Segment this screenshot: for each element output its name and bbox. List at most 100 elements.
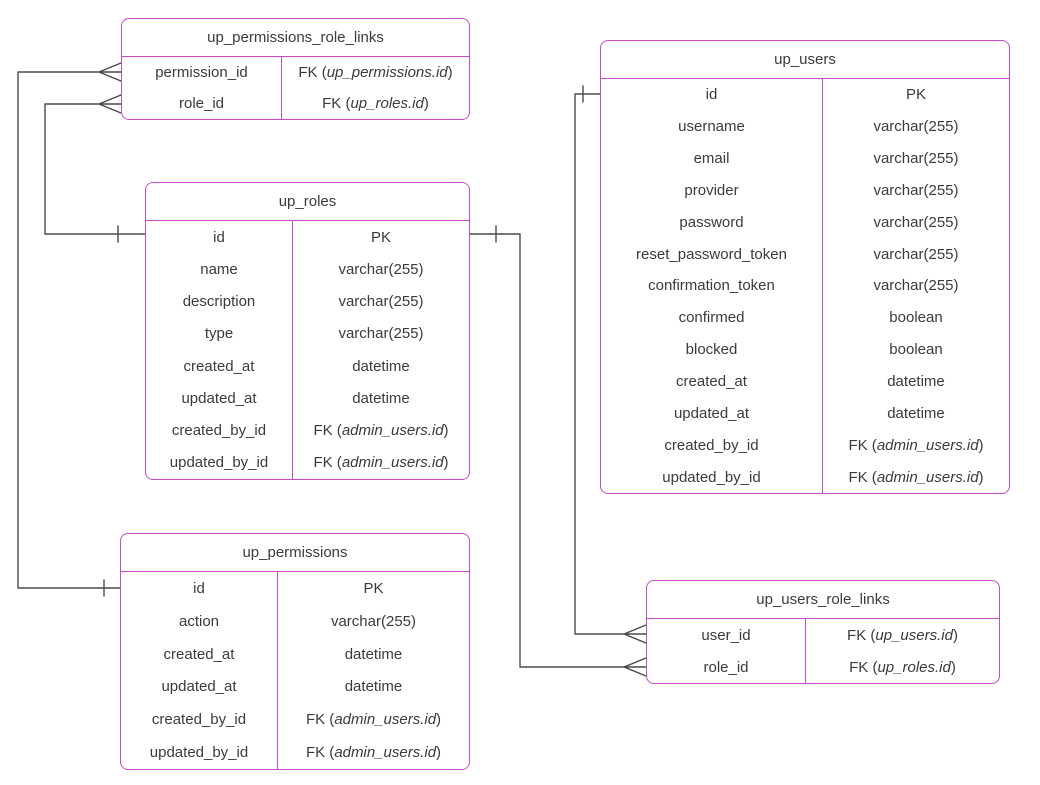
- field-name: created_at: [121, 637, 278, 671]
- field-type: varchar(255): [873, 118, 959, 136]
- field-name: password: [601, 206, 823, 239]
- field-row-reset_password_token: reset_password_token varchar(255): [601, 238, 1009, 271]
- field-name: description: [146, 285, 293, 318]
- field-type: varchar(255): [873, 181, 959, 199]
- field-name: created_at: [146, 350, 293, 383]
- field-row-updated_by_id: updated_by_id FK (admin_users.id): [146, 446, 469, 479]
- field-name: user_id: [647, 619, 806, 651]
- field-name: id: [121, 572, 278, 605]
- field-name: permission_id: [122, 57, 282, 88]
- field-name: updated_at: [601, 397, 823, 430]
- field-type: FK (up_permissions.id): [298, 64, 453, 81]
- field-row-action: action varchar(255): [121, 604, 469, 638]
- field-row-confirmation_token: confirmation_token varchar(255): [601, 270, 1009, 302]
- field-type: FK (admin_users.id): [305, 711, 442, 729]
- table-title: up_users_role_links: [647, 581, 999, 619]
- field-type: boolean: [889, 309, 943, 327]
- field-row-blocked: blocked boolean: [601, 333, 1009, 366]
- field-type: datetime: [887, 373, 945, 391]
- field-name: name: [146, 253, 293, 286]
- table-up_users_role_links[interactable]: up_users_role_links user_id FK (up_users.…: [646, 580, 1000, 684]
- field-row-id: id PK: [601, 79, 1009, 111]
- field-name: email: [601, 142, 823, 175]
- connector-up_permissions-to-up_permissions_role_links: [17, 62, 122, 597]
- field-type: varchar(255): [338, 293, 424, 311]
- field-type: varchar(255): [338, 260, 424, 278]
- field-type: FK (admin_users.id): [313, 454, 449, 472]
- field-row-updated_at: updated_at datetime: [601, 397, 1009, 430]
- field-type: varchar(255): [873, 245, 959, 263]
- field-name: provider: [601, 174, 823, 207]
- field-name: confirmation_token: [601, 270, 823, 302]
- field-row-confirmed: confirmed boolean: [601, 301, 1009, 334]
- table-rows: user_id FK (up_users.id) role_id FK (up_rol…: [647, 619, 999, 683]
- field-name: username: [601, 110, 823, 143]
- field-name: updated_by_id: [601, 461, 823, 493]
- field-type: PK: [905, 86, 926, 104]
- field-row-updated_by_id: updated_by_id FK (admin_users.id): [601, 461, 1009, 493]
- field-row-updated_at: updated_at datetime: [146, 382, 469, 415]
- field-row-role_id: role_id FK (up_roles.id): [122, 88, 469, 119]
- field-row-created_by_id: created_by_id FK (admin_users.id): [121, 703, 469, 737]
- field-name: created_by_id: [601, 429, 823, 462]
- field-type: varchar(255): [330, 612, 417, 630]
- field-name: reset_password_token: [601, 238, 823, 271]
- field-type: PK: [363, 579, 384, 597]
- field-name: created_at: [601, 365, 823, 398]
- field-type: varchar(255): [873, 213, 959, 231]
- table-title: up_users: [601, 41, 1009, 79]
- field-name: id: [146, 221, 293, 254]
- field-row-id: id PK: [121, 572, 469, 605]
- field-name: blocked: [601, 333, 823, 366]
- field-row-permission_id: permission_id FK (up_permissions.id): [122, 57, 469, 88]
- table-rows: id PK action varchar(255) created_at datetime…: [121, 572, 469, 769]
- field-name: action: [121, 604, 278, 638]
- field-row-user_id: user_id FK (up_users.id): [647, 619, 999, 651]
- table-title: up_roles: [146, 183, 469, 221]
- field-type: FK (up_users.id): [847, 626, 958, 644]
- table-rows: permission_id FK (up_permissions.id) role_…: [122, 57, 469, 119]
- field-row-provider: provider varchar(255): [601, 174, 1009, 207]
- field-name: id: [601, 79, 823, 111]
- field-name: created_by_id: [121, 703, 278, 737]
- field-type: FK (admin_users.id): [848, 468, 984, 486]
- field-name: updated_by_id: [146, 446, 293, 479]
- field-name: type: [146, 317, 293, 350]
- field-row-created_at: created_at datetime: [121, 637, 469, 671]
- field-name: updated_by_id: [121, 736, 278, 769]
- field-row-updated_by_id: updated_by_id FK (admin_users.id): [121, 736, 469, 769]
- field-name: updated_at: [146, 382, 293, 415]
- field-name: created_by_id: [146, 414, 293, 447]
- field-name: role_id: [647, 651, 806, 683]
- field-row-name: name varchar(255): [146, 253, 469, 286]
- field-type: varchar(255): [873, 277, 959, 295]
- field-type: FK (admin_users.id): [305, 744, 442, 762]
- field-row-password: password varchar(255): [601, 206, 1009, 239]
- field-type: datetime: [344, 645, 403, 663]
- field-type: FK (up_roles.id): [322, 95, 429, 112]
- field-row-created_at: created_at datetime: [601, 365, 1009, 398]
- field-type: datetime: [887, 404, 945, 422]
- field-type: FK (admin_users.id): [848, 436, 984, 454]
- field-name: role_id: [122, 88, 282, 119]
- table-title: up_permissions_role_links: [122, 19, 469, 57]
- field-name: confirmed: [601, 301, 823, 334]
- field-type: boolean: [889, 341, 943, 359]
- field-type: datetime: [352, 389, 410, 407]
- field-type: FK (up_roles.id): [849, 658, 956, 676]
- field-type: datetime: [344, 678, 403, 696]
- field-row-created_by_id: created_by_id FK (admin_users.id): [601, 429, 1009, 462]
- field-row-username: username varchar(255): [601, 110, 1009, 143]
